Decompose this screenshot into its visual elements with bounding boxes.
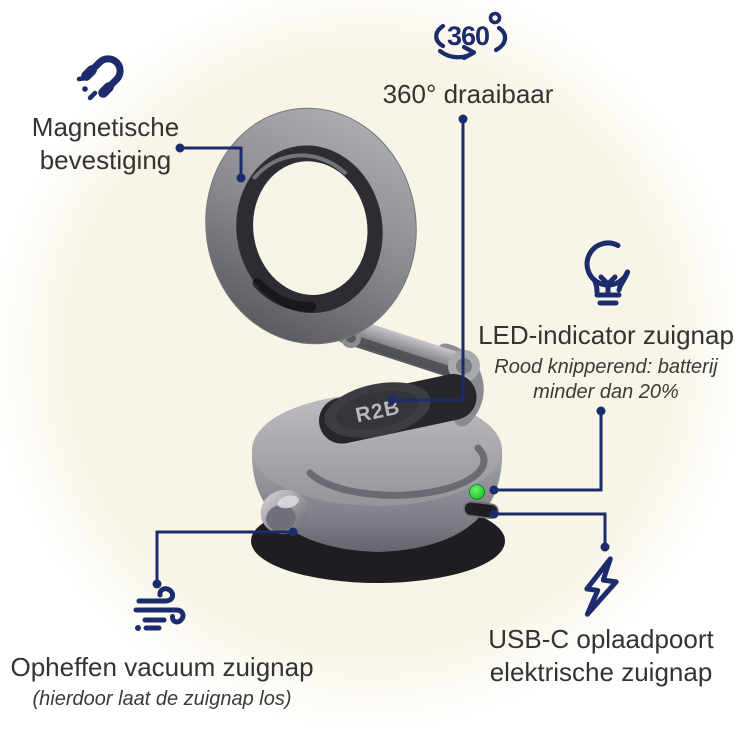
label-vacuum-sub: (hierdoor laat de zuignap los) [32,688,292,710]
label-usbc-line1: USB-C oplaadpoort [488,624,714,654]
connector-vacuum-button [152,527,298,589]
label-led: LED-indicator zuignap Rood knipperend: b… [468,319,735,405]
ring-bevel-shadow [252,278,317,312]
label-led-sub-line2: minder dan 20% [533,381,679,403]
base-groove [306,444,488,499]
label-magnet: Magnetische bevestiging [3,111,208,177]
rotate-360-icon: 360 [428,6,514,62]
label-led-title: LED-indicator zuignap [478,320,734,350]
magnetic-ring [205,107,417,345]
magnet-icon [72,45,134,107]
lightning-icon [576,550,628,628]
ring-bevel-highlight [252,153,347,180]
rotate-360-icon-text: 360 [447,21,489,51]
label-vacuum-title: Opheffen vacuum zuignap [10,652,314,682]
release-button [260,489,309,535]
label-usbc-line2: elektrische zuignap [489,657,713,687]
lightbulb-icon [582,238,634,316]
arm-bar-shade [339,332,456,376]
label-led-sub-line1: Rood knipperend: batterij [494,356,718,378]
label-led-sub: Rood knipperend: batterij minder dan 20% [468,355,735,405]
connector-rotate360 [387,114,468,405]
label-rotate360: 360° draaibaar [382,79,554,109]
label-vacuum: Opheffen vacuum zuignap (hierdoor laat d… [2,651,322,712]
connector-magnet [175,143,246,183]
led-indicator-light [469,484,485,500]
connector-led [489,406,606,495]
label-usbc: USB-C oplaadpoort elektrische zuignap [458,623,735,689]
button-face [265,504,296,532]
label-magnet-line2: bevestiging [39,145,172,175]
label-magnet-line1: Magnetische [31,112,180,142]
wind-icon [131,585,191,635]
connector-usbc [489,509,610,552]
product-base [251,394,505,583]
ring-hole [253,161,368,295]
button-highlight [277,495,299,509]
